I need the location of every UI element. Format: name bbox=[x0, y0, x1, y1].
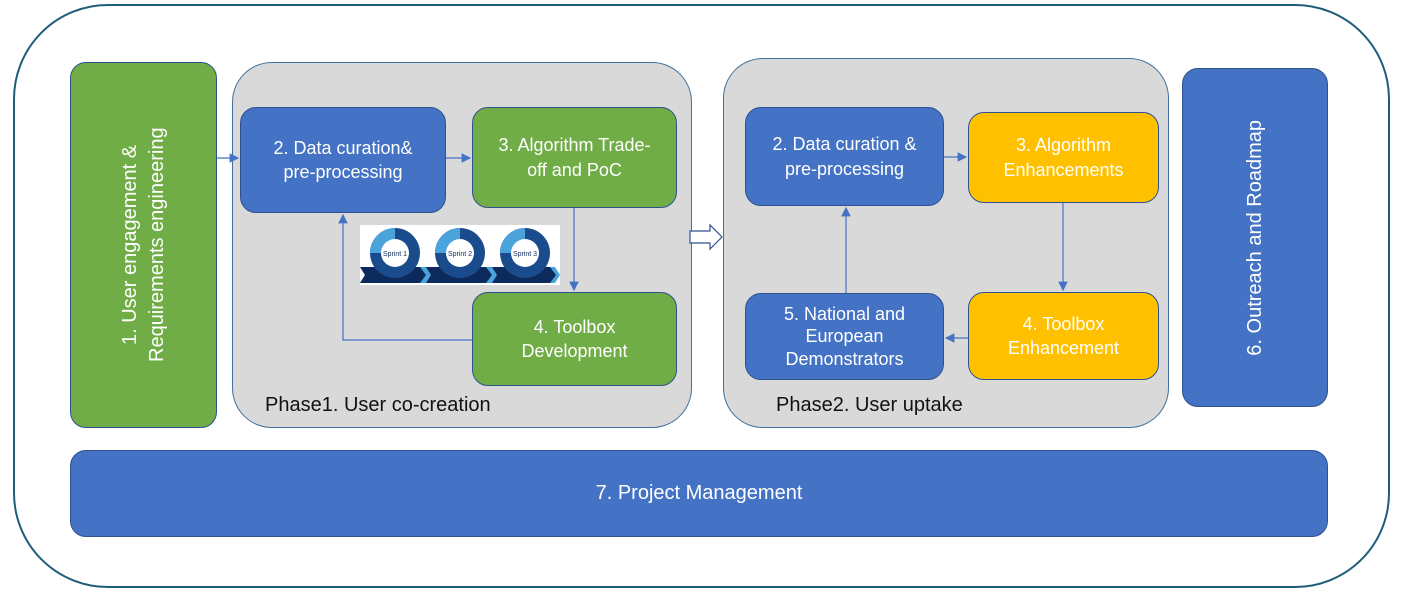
sprint-3-label: Sprint 3 bbox=[513, 251, 537, 258]
project-management-box[interactable]: 7. Project Management bbox=[70, 450, 1328, 537]
p2-data-curation-line1: 2. Data curation & bbox=[772, 134, 917, 155]
p2-demonstrators-line3: Demonstrators bbox=[785, 348, 904, 369]
outer-frame bbox=[13, 4, 1390, 588]
sprint-3-cycle: Sprint 3 bbox=[500, 228, 550, 278]
sprint-2-label: Sprint 2 bbox=[448, 251, 472, 258]
p2-toolbox-line2: Enhancement bbox=[1007, 338, 1120, 358]
p2-demonstrators-line1: 5. National and bbox=[783, 303, 906, 324]
sprint-1-cycle: Sprint 1 bbox=[370, 228, 420, 278]
p1-data-curation-line1: 2. Data curation& bbox=[273, 137, 413, 158]
p2-data-curation-line2: pre-processing bbox=[784, 158, 905, 179]
p2-demonstrators-line2: European bbox=[805, 326, 884, 347]
outreach-roadmap-label: 6. Outreach and Roadmap bbox=[1243, 119, 1266, 356]
phase2-label: Phase2. User uptake bbox=[776, 394, 963, 416]
p2-data-curation-box[interactable]: 2. Data curation & pre-processing bbox=[745, 107, 944, 206]
p1-algorithm-line1: 3. Algorithm Trade- bbox=[498, 135, 651, 156]
p1-data-curation-box[interactable]: 2. Data curation&pre-processing bbox=[240, 107, 446, 213]
project-management-label: 7. Project Management bbox=[595, 482, 803, 504]
p2-algorithm-line1: 3. Algorithm bbox=[1015, 135, 1112, 156]
p2-toolbox-line1: 4. Toolbox bbox=[1022, 313, 1105, 334]
outreach-roadmap-box[interactable]: 6. Outreach and Roadmap bbox=[1182, 68, 1328, 407]
sprint-2-cycle: Sprint 2 bbox=[435, 228, 485, 278]
user-engagement-box[interactable]: 1. User engagement & Requirements engine… bbox=[70, 62, 217, 428]
user-engagement-label: 1. User engagement & Requirements engine… bbox=[118, 127, 168, 363]
p1-toolbox-line1: 4. Toolbox bbox=[533, 316, 616, 337]
sprint-cycle-image: Sprint 1 Sprint 2 Sprint 3 bbox=[360, 225, 560, 285]
p1-toolbox-line2: Development bbox=[521, 341, 628, 361]
p2-algorithm-line2: Enhancements bbox=[1003, 159, 1124, 180]
p1-data-curation-line2: pre-processing bbox=[283, 162, 403, 182]
phase1-label: Phase1. User co-creation bbox=[265, 394, 491, 416]
p1-algorithm-tradeoff-box[interactable]: 3. Algorithm Trade-off and PoC bbox=[472, 107, 677, 208]
sprint-1-label: Sprint 1 bbox=[383, 251, 407, 258]
p1-algorithm-line2: off and PoC bbox=[527, 159, 622, 180]
